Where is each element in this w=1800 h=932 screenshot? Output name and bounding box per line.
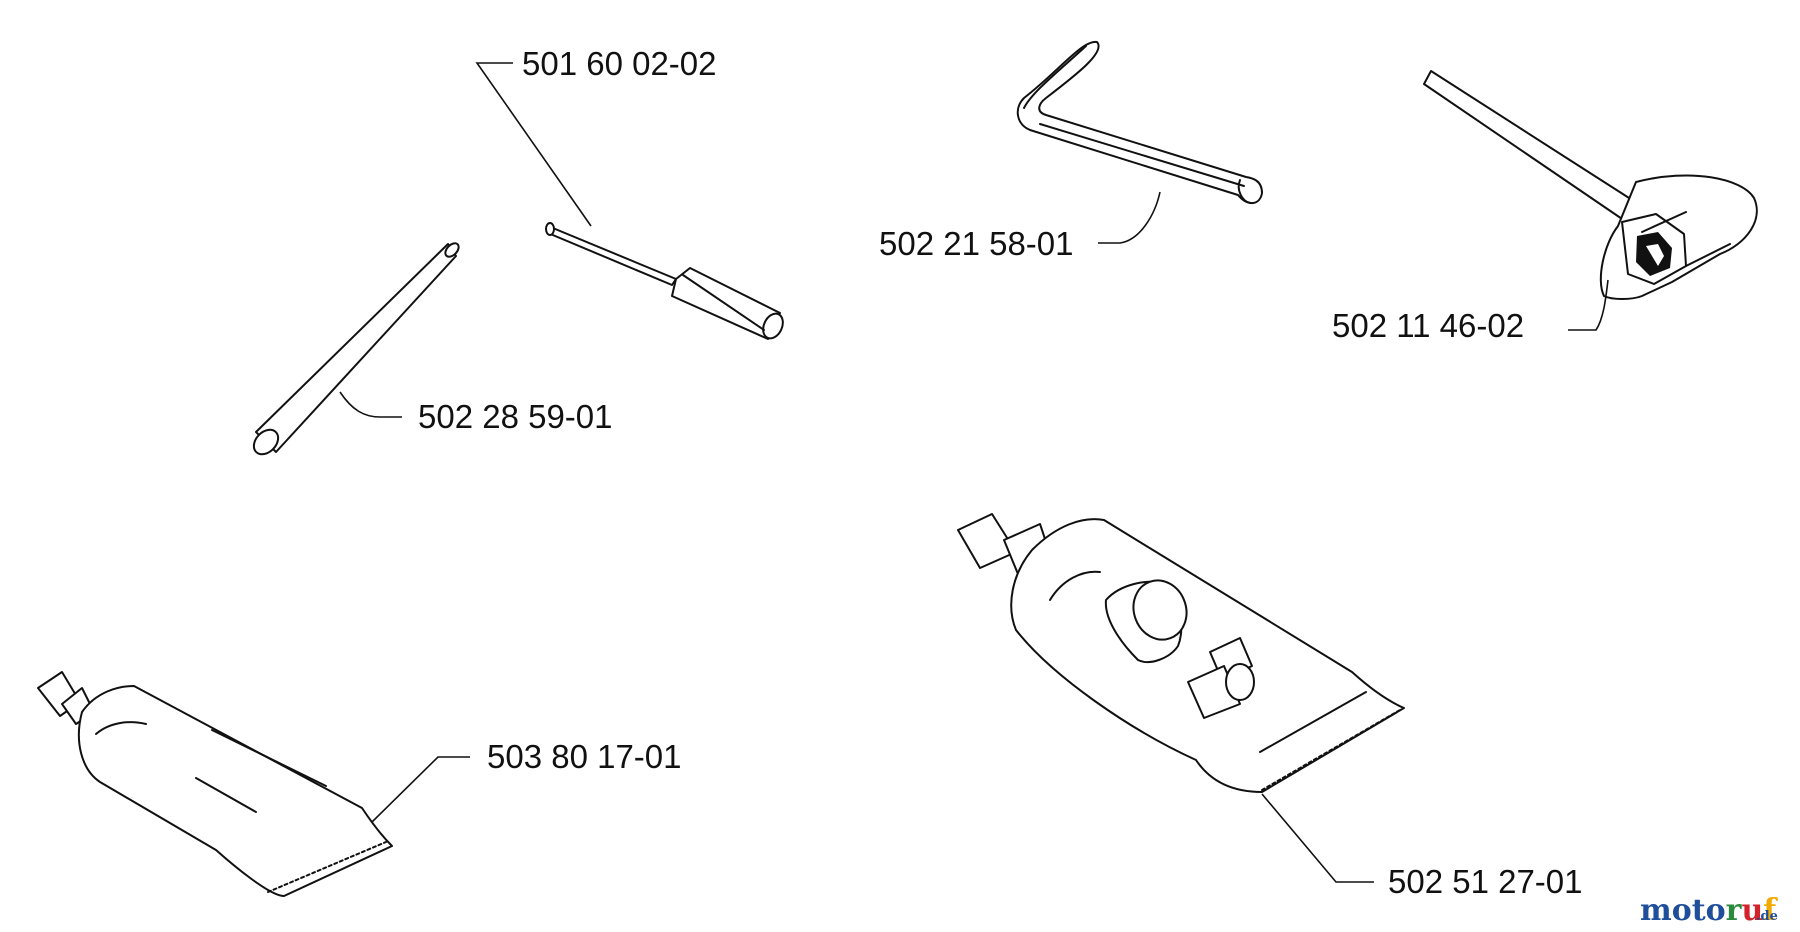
leader-502-28-59-01 [339, 391, 402, 418]
screwdriver-drawing [545, 222, 784, 340]
part-label-502-21-58-01: 502 21 58-01 [879, 225, 1074, 262]
part-label-502-51-27-01: 502 51 27-01 [1388, 863, 1583, 900]
hex-key-drawing [1016, 40, 1263, 204]
part-label-502-28-59-01: 502 28 59-01 [418, 398, 613, 435]
leader-501-60-02-02 [475, 62, 592, 227]
leader-502-51-27-01 [1261, 793, 1374, 883]
small-tube-drawing [37, 671, 393, 897]
watermark-suffix: .de [1756, 909, 1778, 924]
leader-503-80-17-01 [371, 756, 470, 823]
leader-502-11-46-02 [1568, 279, 1609, 331]
motoruf-watermark-logo: motoruf .de [1640, 893, 1778, 928]
part-label-501-60-02-02: 501 60 02-02 [522, 45, 717, 82]
leader-502-21-58-01 [1098, 191, 1161, 244]
part-label-503-80-17-01: 503 80 17-01 [487, 738, 682, 775]
part-label-502-11-46-02: 502 11 46-02 [1332, 307, 1524, 344]
large-tube-drawing [957, 513, 1405, 793]
watermark-text: motoruf [1640, 893, 1778, 928]
rod-drawing [252, 242, 460, 456]
combination-spanner-drawing [1423, 70, 1758, 300]
